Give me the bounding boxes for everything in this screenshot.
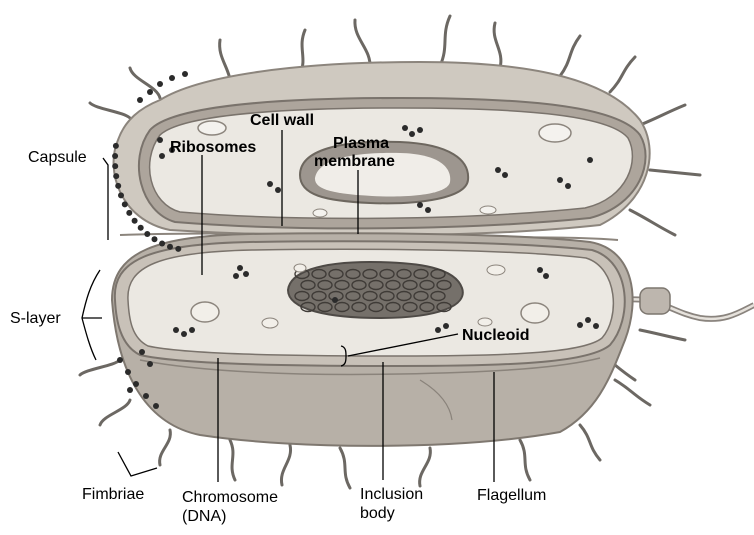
label-inclusion-body-line1: Inclusion — [360, 486, 423, 503]
flagellum-hook — [640, 288, 670, 314]
flagellum — [622, 288, 754, 319]
lower-cell-section — [112, 233, 633, 446]
label-nucleoid: Nucleoid — [462, 327, 530, 344]
fimbria — [640, 105, 685, 125]
fimbria — [640, 330, 685, 340]
label-plasma-membrane-line2: membrane — [314, 153, 395, 170]
fimbria — [520, 440, 530, 480]
lower-granule — [521, 303, 549, 323]
fimbria — [440, 16, 450, 66]
label-plasma-membrane-line1: Plasma — [333, 135, 389, 152]
label-chromosome-line2: (DNA) — [182, 508, 226, 525]
fimbria — [160, 430, 171, 465]
label-capsule: Capsule — [28, 149, 87, 166]
label-cell-wall: Cell wall — [250, 112, 314, 129]
fimbria — [80, 360, 120, 375]
fimbria — [420, 448, 431, 486]
fimbria — [630, 210, 675, 235]
label-ribosomes: Ribosomes — [170, 139, 256, 156]
fimbria — [100, 400, 130, 425]
label-inclusion-body-line2: body — [360, 505, 395, 522]
fimbria — [130, 68, 160, 98]
fimbria — [615, 380, 650, 405]
leader-s-layer — [82, 270, 100, 360]
fimbria — [650, 170, 700, 175]
lower-granule — [191, 302, 219, 322]
fimbria — [281, 445, 290, 485]
upper-granule — [198, 121, 226, 135]
leader-capsule — [103, 158, 108, 240]
fimbria — [90, 103, 130, 118]
leader-fimbriae — [118, 452, 157, 476]
fimbria — [494, 23, 501, 68]
label-fimbriae: Fimbriae — [82, 486, 144, 503]
fimbria — [340, 448, 350, 488]
label-flagellum: Flagellum — [477, 487, 546, 504]
fimbria — [230, 440, 235, 480]
fimbria — [580, 425, 600, 460]
label-chromosome-line1: Chromosome — [182, 489, 278, 506]
fimbria — [355, 20, 370, 68]
fimbria — [610, 57, 635, 92]
label-s-layer: S-layer — [10, 310, 61, 327]
upper-granule — [539, 124, 571, 142]
fimbria — [560, 36, 580, 76]
